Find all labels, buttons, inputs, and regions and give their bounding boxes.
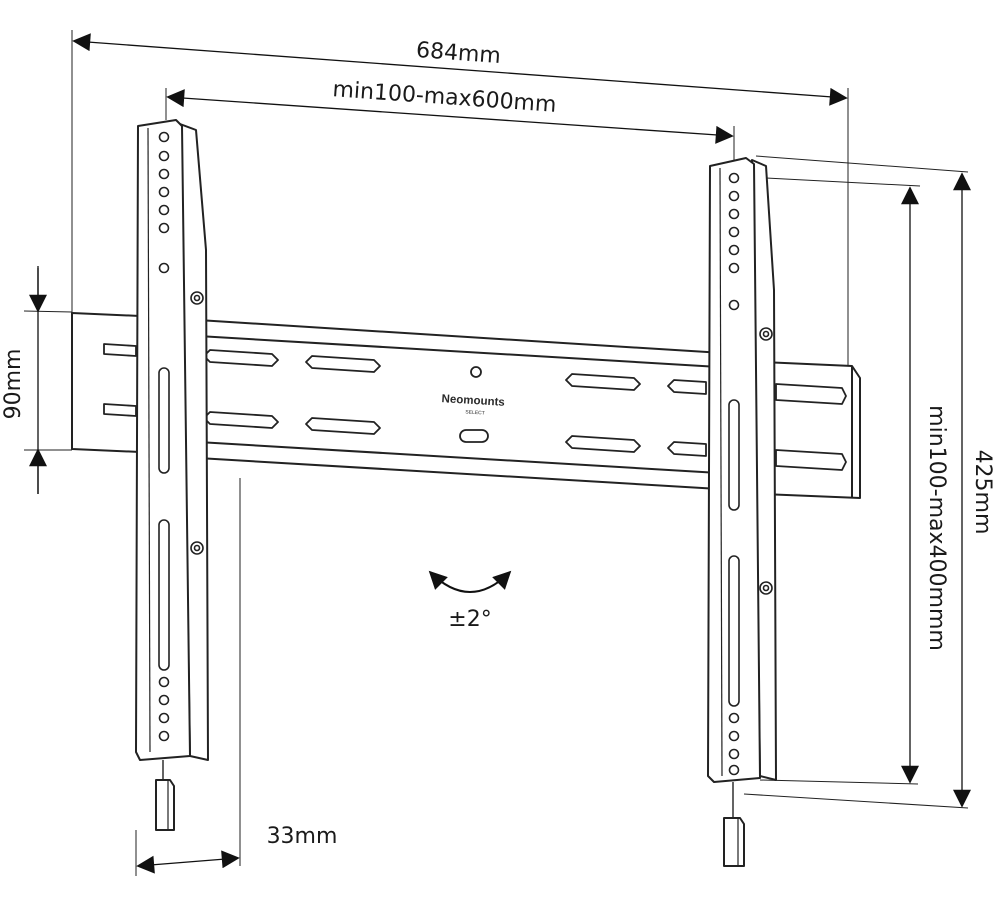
horizontal-spacing-dimension-line bbox=[166, 89, 734, 144]
overall-height-label: 425mm bbox=[970, 450, 995, 535]
left-vertical-arm bbox=[135, 119, 209, 831]
overall-width-label: 684mm bbox=[415, 38, 501, 69]
tilt-arc-arrow bbox=[428, 570, 512, 593]
rail-height-label: 90mm bbox=[1, 349, 26, 420]
mounting-rail bbox=[71, 312, 861, 499]
brand-logo-text: Neomounts bbox=[441, 393, 505, 409]
vertical-spacing-label: min100-max400mmm bbox=[924, 405, 949, 651]
wall-distance-label: 33mm bbox=[267, 824, 338, 849]
wall-distance-dimension-line bbox=[136, 850, 240, 874]
right-vertical-arm bbox=[707, 157, 777, 867]
horizontal-spacing-label: min100-max600mm bbox=[332, 77, 557, 118]
dimension-lines bbox=[23, 30, 969, 876]
overall-width-dimension-line bbox=[72, 33, 848, 106]
tilt-label: ±2° bbox=[448, 607, 491, 632]
brand-line-text: SELECT bbox=[465, 409, 485, 416]
